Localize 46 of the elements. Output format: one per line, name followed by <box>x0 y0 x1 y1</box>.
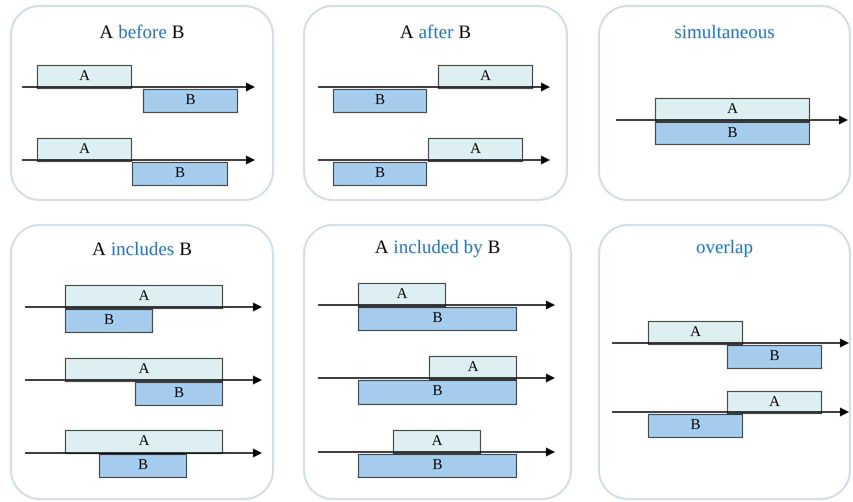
interval-bar: A <box>655 98 810 122</box>
interval-bar: B <box>333 162 427 186</box>
interval-bar: A <box>393 430 481 454</box>
title-text: before <box>118 23 167 42</box>
interval-bar: B <box>143 89 238 113</box>
title-text: A <box>400 23 414 42</box>
interval-bar: A <box>37 65 132 89</box>
relation-panel <box>598 224 851 500</box>
interval-bar: B <box>99 454 187 478</box>
interval-bar: A <box>429 356 517 380</box>
title-text: simultaneous <box>674 23 775 42</box>
interval-bar: B <box>135 382 223 406</box>
interval-bar: A <box>648 321 743 345</box>
relation-panel <box>598 5 851 201</box>
title-text: A <box>92 240 106 259</box>
title-text: overlap <box>696 238 753 257</box>
interval-bar: B <box>727 345 822 369</box>
title-text: B <box>179 240 192 259</box>
title-text: A <box>100 23 114 42</box>
interval-bar: B <box>655 122 810 145</box>
title-text: includes <box>110 240 174 259</box>
interval-bar: A <box>37 138 132 162</box>
interval-bar: B <box>65 309 153 333</box>
interval-bar: A <box>428 138 523 162</box>
title-text: B <box>458 23 472 42</box>
relation-panel <box>10 224 274 500</box>
title-text: B <box>172 23 184 42</box>
title-text: included by <box>393 238 483 257</box>
title-text: after <box>418 23 454 42</box>
interval-bar: B <box>358 454 517 478</box>
title-text: A <box>374 238 388 257</box>
relation-panel <box>10 5 274 201</box>
interval-bar: A <box>65 358 223 382</box>
interval-bar: B <box>132 162 228 186</box>
interval-bar: A <box>358 283 446 307</box>
interval-bar: B <box>358 307 517 331</box>
title-text: B <box>488 238 500 257</box>
interval-bar: B <box>648 414 743 438</box>
interval-bar: B <box>333 89 427 113</box>
interval-bar: A <box>65 430 223 454</box>
interval-bar: A <box>438 65 533 89</box>
interval-bar: B <box>358 380 517 405</box>
interval-bar: A <box>65 285 223 309</box>
relation-panel <box>303 5 568 201</box>
relation-panel <box>303 224 572 500</box>
interval-bar: A <box>727 391 822 414</box>
